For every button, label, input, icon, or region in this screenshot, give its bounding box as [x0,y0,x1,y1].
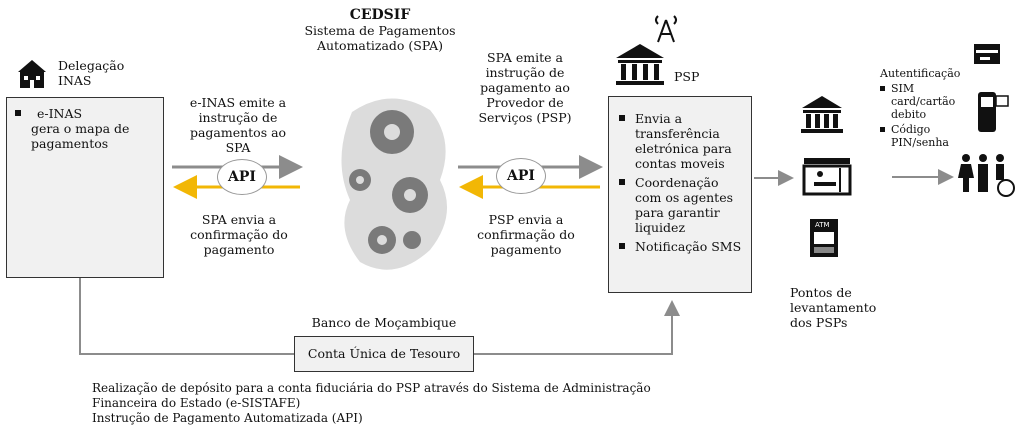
flow-right-bottom-3: pagamento [490,242,562,257]
flow-right-top-4: Provedor de [486,95,564,110]
psp-title: PSP [674,69,700,84]
cedsif-title: CEDSIF [349,7,411,23]
pontos-line2: levantamento [790,300,877,315]
flow-right-top-3: pagamento ao [480,80,570,95]
auth-i2-2: PIN/senha [891,136,949,149]
deposit-flow-line [79,278,294,355]
flow-left-top-1: e-INAS emite a [189,95,287,110]
cedsif-sub-line1: Sistema de Pagamentos [304,23,456,38]
flow-right-top-1: SPA emite a [487,50,563,65]
conta-unica-box: Conta Única de Tesouro [294,336,474,372]
phone-icon [978,92,1009,132]
bank-title: Banco de Moçambique [311,315,457,330]
people-icon [958,154,1015,197]
bullet-icon [15,110,21,116]
flow-right-top-5: Serviços (PSP) [478,110,572,125]
flow-right-bottom-1: PSP envia a [488,212,564,227]
antenna-icon [655,15,677,43]
psp-b1-1: Envia a [635,111,683,126]
flow-left-bottom-1: SPA envia a [201,212,277,227]
psp-b2-1: Coordenação [635,175,719,190]
psp-b1-2: transferência [635,126,720,141]
psp-b2-3: para garantir [635,205,720,220]
atm-icon [810,219,838,257]
inas-bullet-line3: pagamentos [31,136,109,151]
auth-i1-3: debito [891,108,927,121]
footer-line1: Realização de depósito para a conta fidu… [92,381,651,395]
inas-title-line2: INAS [58,73,92,88]
agent-shop-icon [802,158,852,196]
pontos-line1: Pontos de [790,285,852,300]
deposit-flow-line-right [474,300,680,355]
bullet-icon [619,179,625,185]
inas-bullet-line1: e-INAS [37,106,83,121]
auth-i1-2: card/cartão [891,95,956,108]
cedsif-sub-line2: Automatizado (SPA) [316,38,444,53]
inas-bullet-line2: gera o mapa de [31,121,130,136]
auth-i2-1: Código [891,123,931,136]
auth-title: Autentificação [880,67,961,80]
atm-label: ATM [815,221,830,229]
bullet-icon [619,115,625,121]
psp-b2-2: com os agentes [635,190,734,205]
gears-icon [341,98,448,270]
bank-icon [616,44,664,85]
auth-i1-1: SIM [891,82,915,95]
inas-box: e-INAS gera o mapa de pagamentos [6,97,164,278]
flow-left-top-2: instrução de [198,110,278,125]
api-badge-right: API [496,158,546,194]
psp-b1-3: eletrónica para [635,141,732,156]
bank-branch-icon [801,96,843,133]
api-badge-left: API [217,159,267,195]
bullet-icon [880,127,885,132]
psp-b3-1: Notificação SMS [635,239,742,254]
inas-title-line1: Delegação [58,58,125,73]
footer-line2: Financeira do Estado (e-SISTAFE) [92,396,301,410]
flow-right-bottom-2: confirmação do [477,227,575,242]
flow-right-top-2: instrução de [485,65,565,80]
bullet-icon [619,243,625,249]
card-icon [974,44,1000,64]
psp-b2-4: liquidez [635,220,686,235]
pontos-line3: dos PSPs [790,315,848,330]
bullet-icon [880,86,885,91]
flow-left-bottom-2: confirmação do [190,227,288,242]
psp-box: Envia a transferência eletrónica para co… [608,96,752,293]
flow-left-top-3: pagamentos ao SPA [189,125,287,155]
psp-b1-4: contas moveis [635,156,725,171]
footer-line3: Instrução de Pagamento Automatizada (API… [92,411,363,425]
building-icon [18,60,46,88]
flow-left-bottom-3: pagamento [203,242,275,257]
